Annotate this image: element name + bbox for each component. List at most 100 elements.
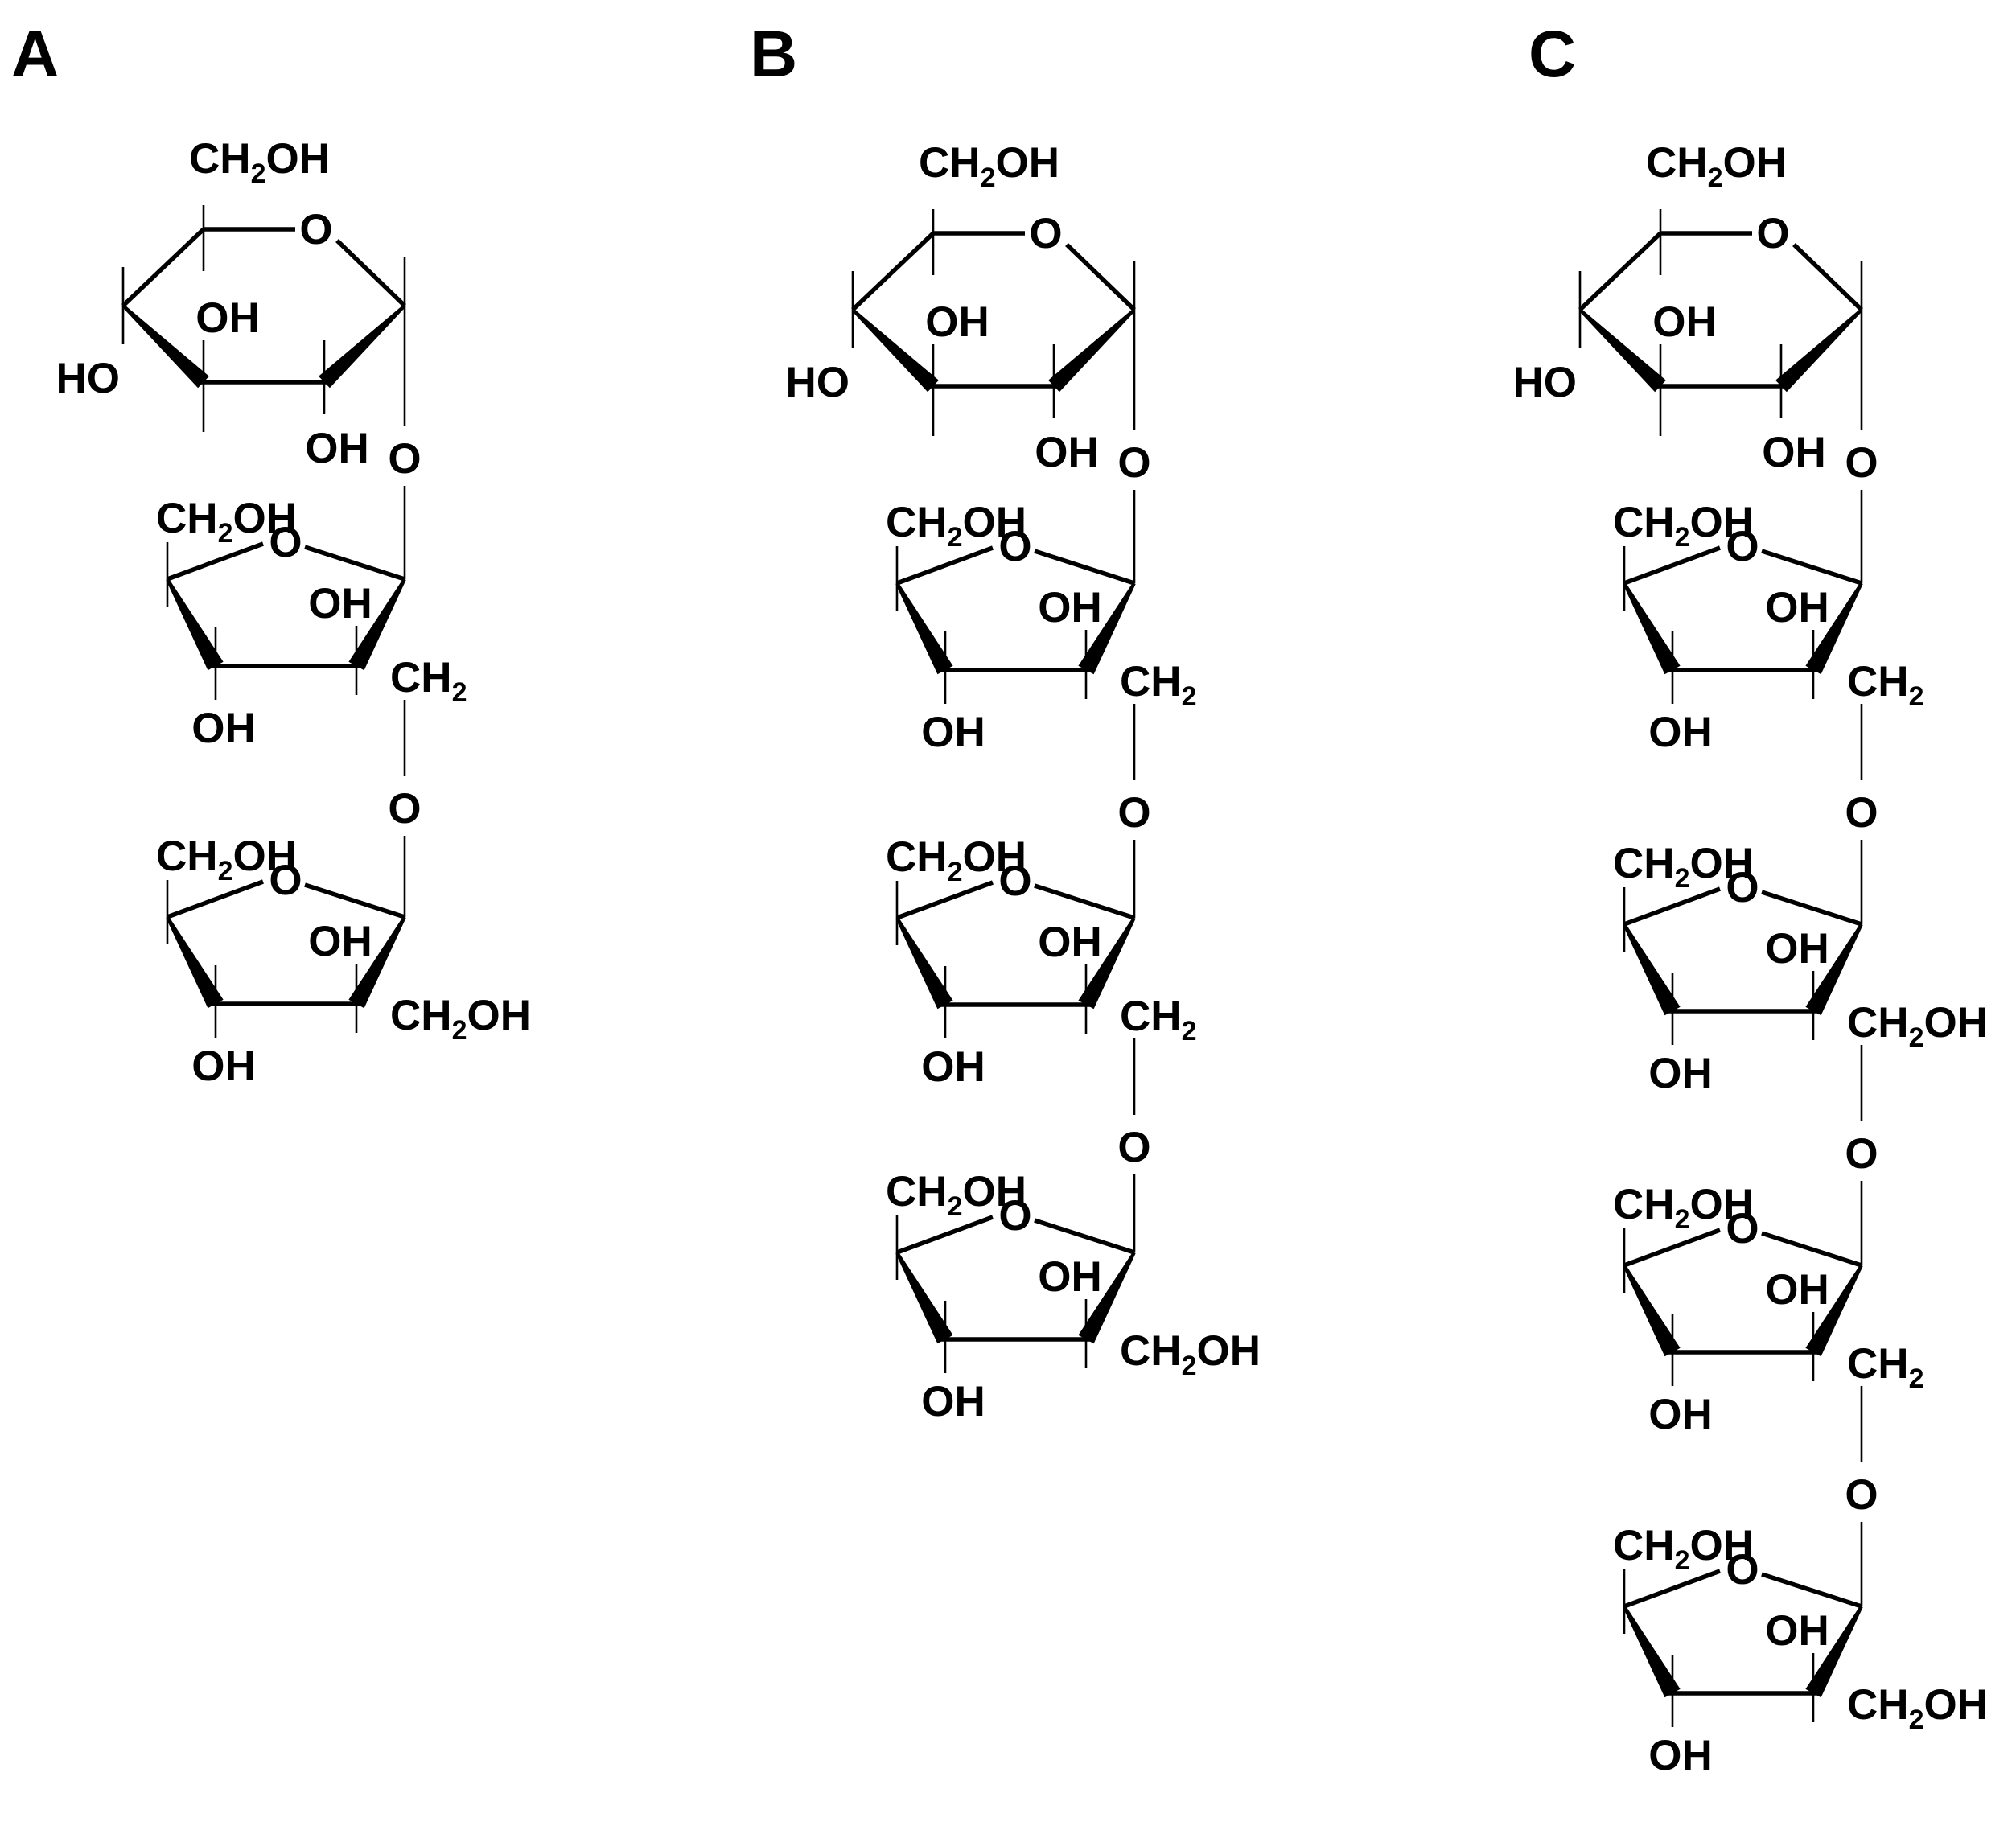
ring-bond	[1761, 1231, 1862, 1268]
ch2oh-group-subscript: 2	[1182, 1351, 1197, 1381]
ch2oh-group-subscript: 2	[452, 1015, 467, 1046]
ring-oxygen: O	[269, 857, 302, 904]
ring-bond	[1065, 243, 1136, 311]
ring-oxygen: O	[998, 523, 1031, 570]
hydroxyl-group: OH	[195, 294, 260, 342]
hydroxyl-group: OH	[1652, 298, 1717, 346]
bridging-oxygen: O	[1845, 1130, 1878, 1178]
ch2oh-group-tail: OH	[962, 833, 1027, 881]
ring-wedge-bond	[1623, 923, 1681, 1016]
ring-bond	[1578, 232, 1662, 311]
ring-bond	[1034, 883, 1135, 920]
ch2oh-group-main: CH	[1613, 499, 1675, 546]
glycosidic-linkage: O	[388, 322, 422, 579]
ring-wedge-bond	[1805, 1606, 1863, 1698]
ch2oh-group-main: CH	[156, 495, 218, 542]
ch2oh-group-tail: OH	[232, 833, 297, 880]
panel-label: B	[750, 18, 797, 91]
ring-wedge-bond	[1623, 1265, 1681, 1357]
hydroxyl-group: OH	[925, 298, 989, 346]
structure-panel-a: ACH2OHOHOOHOHCH2OHOOHOHCH2CH2OHOOHOHCH2O…	[11, 18, 531, 1090]
ring-wedge-bond	[895, 1252, 953, 1344]
ch2-group: CH2	[1120, 658, 1196, 712]
hydroxyl-group: HO	[56, 355, 121, 402]
ch2oh-group-tail: OH	[1196, 1327, 1261, 1375]
ch2oh-group-subscript: 2	[948, 857, 963, 887]
ring-bond	[896, 880, 994, 920]
ch2oh-group-tail: OH	[1923, 1681, 1988, 1729]
ring-wedge-bond	[1078, 917, 1136, 1010]
hydroxyl-group: OH	[1038, 1253, 1102, 1301]
hydroxyl-group: HO	[786, 359, 850, 406]
ring-wedge-bond	[1078, 1252, 1136, 1344]
ch2oh-group-tail: OH	[232, 495, 297, 542]
glycosidic-linkage: O	[1117, 326, 1151, 583]
ch2-group-subscript: 2	[1909, 681, 1924, 712]
ch2oh-group-tail: OH	[1722, 139, 1787, 187]
ch2oh-group-subscript: 2	[1675, 1545, 1690, 1576]
ch2oh-group-subscript: 2	[1675, 1204, 1690, 1235]
ring-wedge-bond	[895, 582, 953, 675]
panel-label: C	[1528, 18, 1576, 91]
ch2oh-group: CH2OH	[886, 499, 1027, 553]
ch2oh-group: CH2OH	[1847, 999, 1988, 1053]
ch2oh-group-tail: OH	[1689, 1181, 1754, 1228]
ring-bond	[304, 882, 405, 919]
ch2-group-main: CH	[1847, 658, 1909, 705]
hydroxyl-group: OH	[191, 1043, 256, 1090]
ring-wedge-bond	[1578, 308, 1666, 393]
ch2oh-group: CH2OH	[189, 135, 330, 189]
hydroxyl-group: OH	[1648, 1732, 1713, 1779]
hydroxyl-group: OH	[1648, 1050, 1713, 1097]
ring-wedge-bond	[1078, 582, 1136, 675]
hydroxyl-group: OH	[1762, 429, 1826, 476]
hydroxyl-group: OH	[1038, 584, 1102, 631]
hydroxyl-group: OH	[308, 918, 372, 965]
hydroxyl-group: OH	[1035, 429, 1099, 476]
bridging-oxygen: O	[388, 785, 421, 833]
ring-bond	[1761, 890, 1862, 927]
hydroxyl-group: OH	[305, 425, 369, 472]
ring-bond	[896, 1215, 994, 1255]
ch2-group: CH2	[390, 654, 467, 708]
ring-wedge-bond	[319, 304, 406, 389]
ring-wedge-bond	[851, 308, 939, 393]
ring-bond	[335, 239, 406, 307]
ring-bond	[1623, 1228, 1721, 1268]
ch2oh-group: CH2OH	[1613, 840, 1754, 894]
ring-wedge-bond	[1805, 923, 1863, 1016]
ch2oh-group-tail: OH	[1689, 840, 1754, 887]
glycosidic-linkage: O	[1845, 1045, 1878, 1265]
ch2-group-main: CH	[1120, 993, 1182, 1040]
ch2oh-group-tail: OH	[1689, 1522, 1754, 1569]
ch2oh-group-tail: OH	[1689, 499, 1754, 546]
bridging-oxygen: O	[1117, 1124, 1150, 1171]
ch2oh-group-subscript: 2	[981, 162, 996, 193]
hydroxyl-group: OH	[308, 580, 372, 627]
bridging-oxygen: O	[1117, 789, 1150, 837]
ch2oh-group-subscript: 2	[1675, 863, 1690, 894]
hydroxyl-group: OH	[1765, 925, 1829, 973]
ring-bond	[304, 545, 405, 582]
ch2oh-group-main: CH	[1613, 840, 1675, 887]
ring-oxygen: O	[1726, 523, 1759, 570]
ring-bond	[1034, 549, 1135, 586]
bridging-oxygen: O	[1845, 439, 1878, 487]
ring-bond	[167, 879, 264, 919]
glycosidic-linkage: O	[388, 700, 422, 917]
ch2oh-group-tail: OH	[962, 1168, 1027, 1215]
ch2oh-group-main: CH	[1847, 1681, 1909, 1729]
ch2oh-group-main: CH	[1120, 1327, 1182, 1375]
ring-bond	[896, 545, 994, 586]
ch2oh-group-tail: OH	[265, 135, 330, 183]
ch2-group: CH2	[1120, 993, 1196, 1047]
ch2oh-group: CH2OH	[886, 833, 1027, 887]
ch2-group: CH2	[1847, 658, 1923, 712]
